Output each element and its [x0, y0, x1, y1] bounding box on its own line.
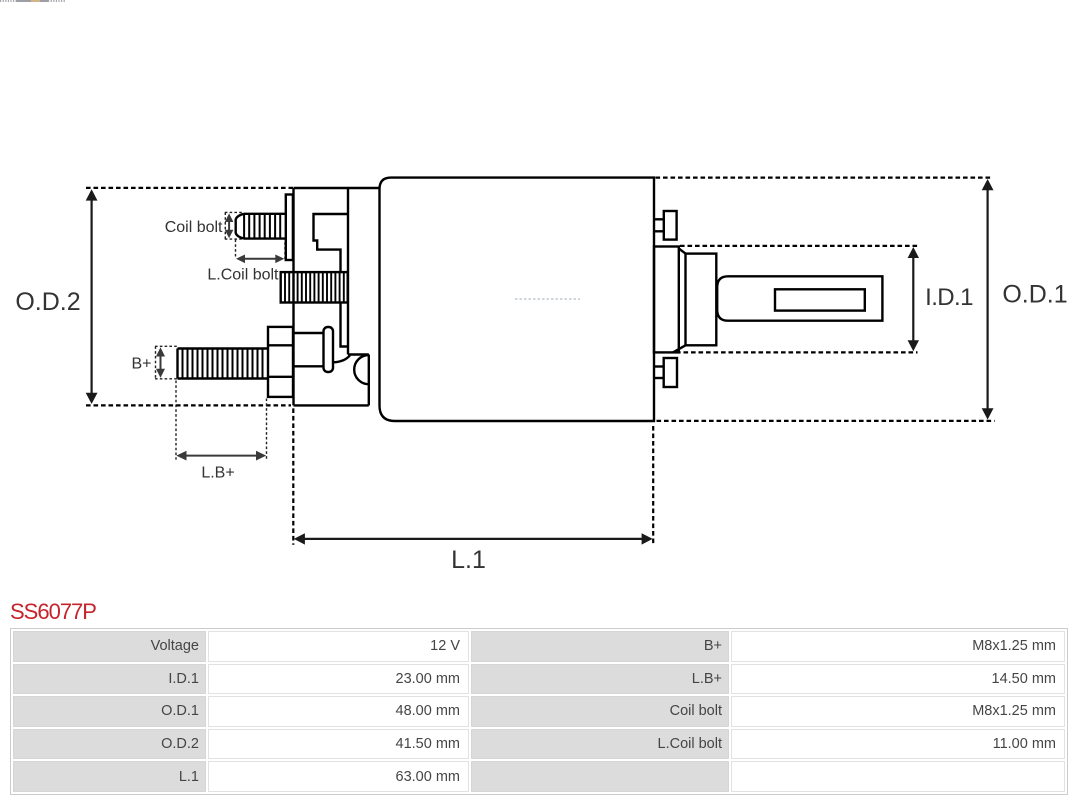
svg-text:L.Coil bolt: L.Coil bolt	[207, 267, 279, 284]
svg-text:L.1: L.1	[451, 546, 486, 574]
svg-text:Coil bolt: Coil bolt	[165, 219, 223, 236]
svg-text:L.B+: L.B+	[201, 465, 234, 482]
svg-text:O.D.1: O.D.1	[1002, 281, 1067, 309]
svg-text:O.D.2: O.D.2	[15, 288, 80, 316]
svg-text:I.D.1: I.D.1	[925, 284, 973, 311]
svg-text:B+: B+	[131, 355, 151, 372]
